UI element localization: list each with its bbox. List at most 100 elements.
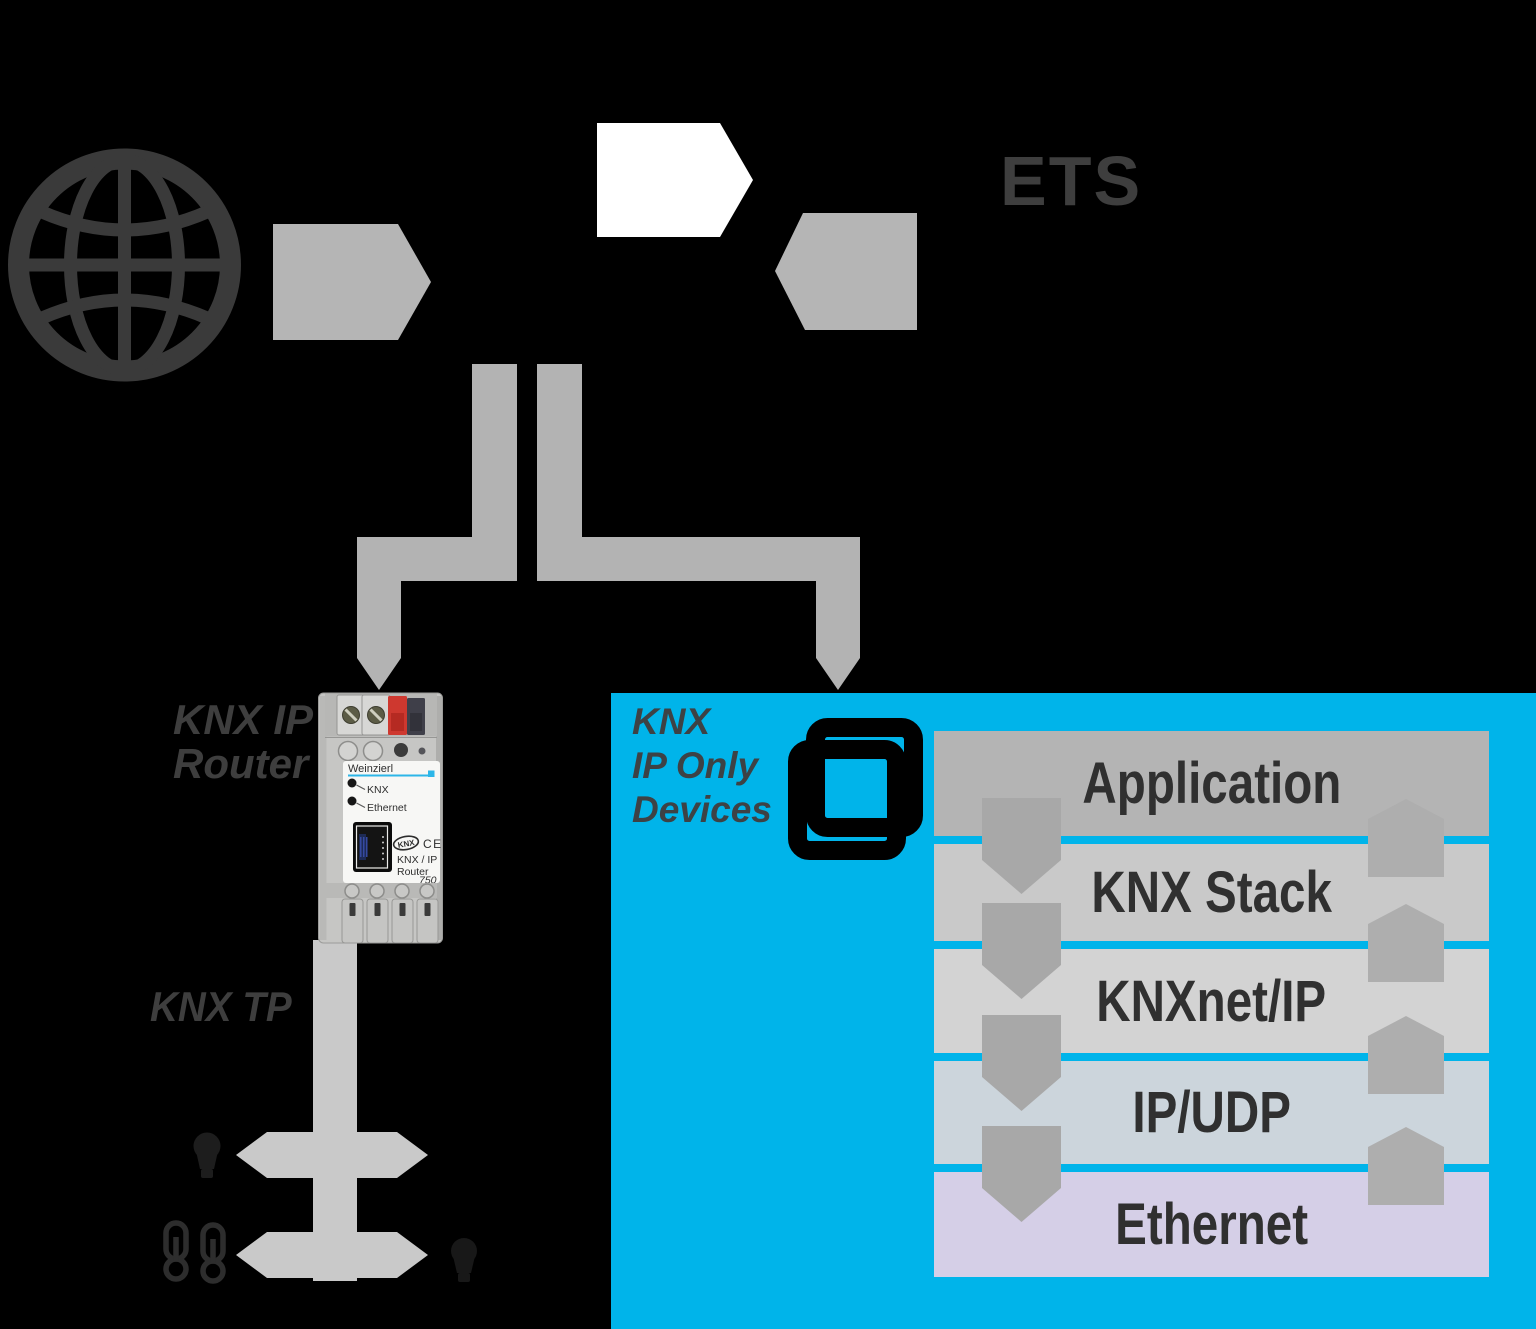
- led-pointer: [356, 802, 366, 809]
- led-knx-row: KNX: [347, 778, 389, 796]
- bulb-icon: [193, 1132, 221, 1178]
- down-arrow-icon: [982, 798, 1061, 894]
- knx-connector-dark-slot: [410, 713, 422, 731]
- router-label: KNX IP Router: [173, 698, 313, 786]
- layer-label: KNX Stack: [1091, 860, 1332, 925]
- rj45-dot: [382, 858, 384, 860]
- down-arrow-shape: [982, 1015, 1061, 1111]
- thermometer-bulb: [200, 1258, 226, 1284]
- thermometer-icons: [163, 1220, 226, 1284]
- thermometer-right: [200, 1222, 226, 1284]
- up-arrow-shape: [1368, 904, 1444, 982]
- rj45-dot: [382, 847, 384, 849]
- bottom-terminal-circles: [344, 883, 435, 899]
- rj45-pin: [363, 837, 365, 857]
- bulb-neck: [196, 1151, 218, 1169]
- bottom-clamps: [341, 898, 439, 944]
- brand-underline: [348, 774, 430, 777]
- small-led: [418, 747, 426, 755]
- program-button: [337, 740, 359, 762]
- rj45-port: [353, 822, 392, 872]
- globe-parallel-north: [39, 206, 210, 237]
- knx-tp-bus-line: [313, 940, 357, 1281]
- terminal-circle: [344, 883, 360, 899]
- up-arrow-shape: [1368, 1016, 1444, 1094]
- connector-to-router: [357, 364, 517, 690]
- layer-label: KNXnet/IP: [1096, 968, 1327, 1034]
- rj45-dot: [382, 841, 384, 844]
- knx-led-icon: [347, 778, 357, 788]
- down-arrow-shape: [982, 1126, 1061, 1222]
- bulb-base: [458, 1273, 470, 1282]
- clamp-slot: [374, 903, 381, 916]
- terminal-circle: [394, 883, 410, 899]
- clamp-slot: [349, 903, 356, 916]
- program-button: [362, 740, 384, 762]
- clamp-slot: [399, 903, 406, 916]
- arrow-left-gray-shape: [775, 213, 917, 330]
- rj45-pin: [366, 837, 368, 857]
- ip-only-devices-label: KNX IP Only Devices: [632, 700, 772, 832]
- bulb-neck: [453, 1256, 475, 1273]
- layer-label: IP/UDP: [1132, 1080, 1291, 1145]
- thermometer-left: [163, 1220, 189, 1282]
- thermometer-bulb: [163, 1256, 189, 1282]
- connector-to-ip-devices: [537, 364, 860, 690]
- down-arrow-icon: [982, 903, 1061, 999]
- devices-icon: [788, 718, 923, 860]
- up-arrow-icon: [1368, 904, 1444, 982]
- led-pointer: [356, 784, 366, 791]
- connector-arms: [357, 364, 860, 690]
- ip-only-label-line2: IP Only: [632, 745, 759, 786]
- up-arrow-shape: [1368, 799, 1444, 877]
- globe-wireframe: [8, 148, 241, 382]
- up-arrow-icon: [1368, 1127, 1444, 1205]
- up-arrow-shape: [1368, 1127, 1444, 1205]
- router-label-line2: Router: [173, 740, 309, 787]
- product-name-line1: KNX / IP: [397, 854, 437, 866]
- arrow-right-gray-icon: [273, 224, 431, 340]
- knx-logo-oval: [392, 835, 420, 851]
- rj45-pin: [360, 837, 362, 857]
- clamp: [391, 898, 414, 944]
- screw-terminals: [336, 694, 391, 736]
- knx-logo: KNX: [392, 835, 420, 851]
- device-brand: Weinzierl: [348, 763, 393, 775]
- double-arrow-icon: [236, 1232, 428, 1278]
- knx-led-label: KNX: [367, 784, 389, 796]
- up-arrow-icon: [1368, 1016, 1444, 1094]
- globe-icon: [8, 148, 241, 382]
- bus-connectors: [388, 696, 425, 735]
- globe-parallel-south: [39, 293, 210, 324]
- double-arrow-shape: [236, 1132, 428, 1178]
- bulb-shape: [451, 1238, 477, 1282]
- terminal-circle: [419, 883, 435, 899]
- arrow-right-white-shape: [597, 123, 753, 237]
- ip-only-label-line3: Devices: [632, 789, 772, 830]
- knx-logo-text: KNX: [397, 838, 416, 850]
- ip-only-label-line1: KNX: [632, 701, 711, 742]
- ethernet-led-icon: [347, 796, 357, 806]
- bulb-icon: [451, 1238, 477, 1282]
- ethernet-led-label: Ethernet: [367, 802, 407, 814]
- ets-label: ETS: [1000, 142, 1143, 220]
- program-led: [394, 743, 408, 757]
- rj45-dot: [382, 852, 384, 855]
- device-left-shade: [319, 696, 327, 940]
- layer-label: Ethernet: [1115, 1192, 1308, 1257]
- ce-mark: CE: [423, 837, 443, 851]
- screw-slot: [344, 708, 358, 722]
- bulb-shape: [193, 1132, 221, 1178]
- rj45-pins: [359, 834, 366, 860]
- clamp-slot: [424, 903, 431, 916]
- down-arrow-shape: [982, 903, 1061, 999]
- rj45-dot: [382, 836, 384, 838]
- product-name-line2: Router: [397, 866, 429, 878]
- knx-connector-red-slot: [391, 713, 404, 731]
- back-square: [806, 718, 923, 837]
- layer-label: Application: [1082, 751, 1341, 816]
- led-ethernet-row: Ethernet: [347, 796, 407, 814]
- arrow-right-white-icon: [597, 123, 753, 237]
- knx-tp-label: KNX TP: [150, 983, 292, 1030]
